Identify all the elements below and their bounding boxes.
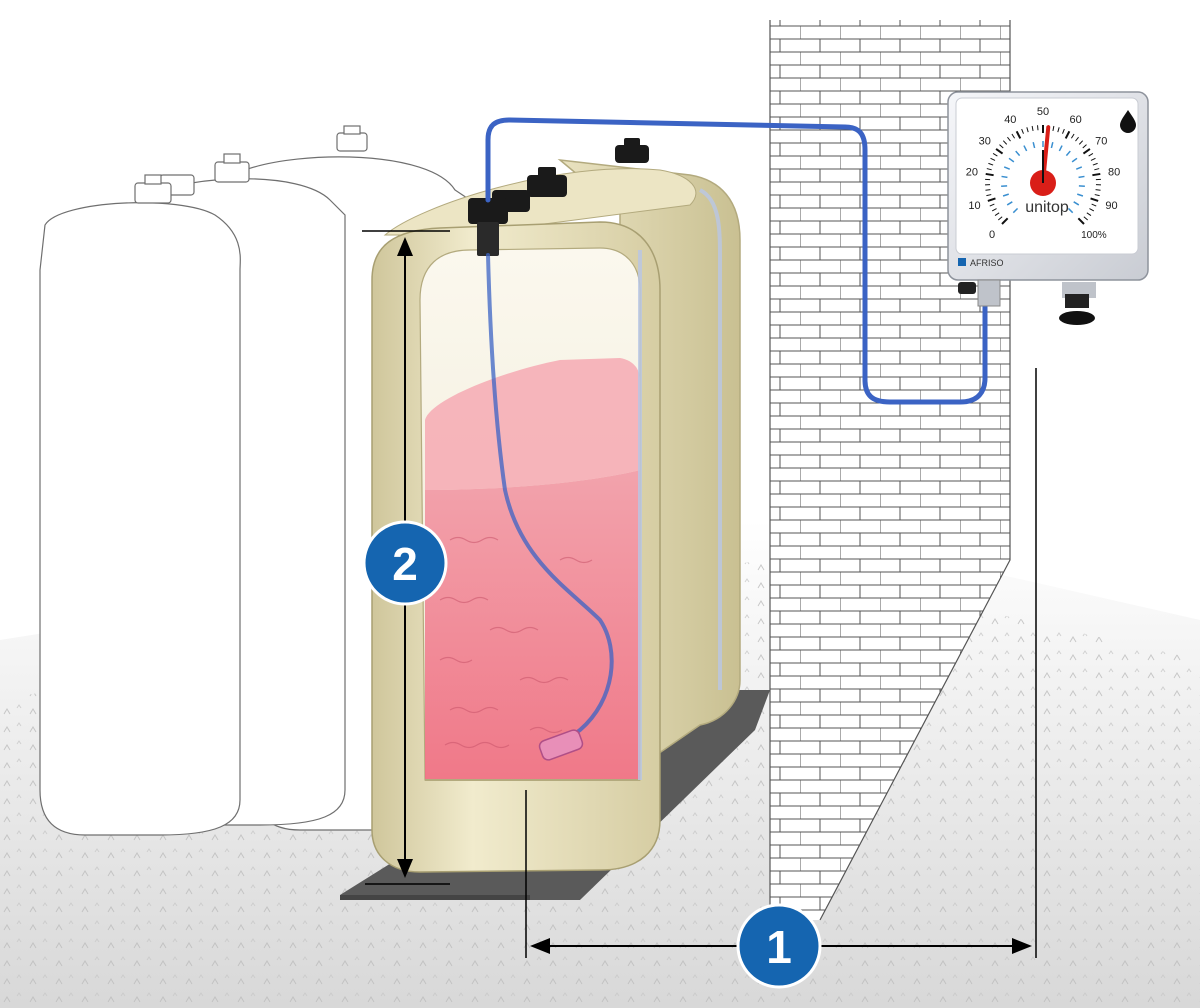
- gauge-tick: [1062, 128, 1065, 134]
- gauge-tick: [1090, 157, 1096, 161]
- gauge-scale-label: 30: [979, 136, 991, 148]
- gauge-inner-tick: [1023, 145, 1028, 152]
- gauge-tick: [1070, 133, 1075, 139]
- gauge-inner-tick: [1078, 175, 1085, 179]
- gauge-tick: [985, 189, 991, 191]
- gauge-tick: [999, 144, 1004, 149]
- gauge-inner-tick: [1032, 141, 1036, 149]
- gauge-tick: [1078, 140, 1084, 145]
- liquid-ripples: [439, 536, 593, 749]
- gauge-inner-tick: [1075, 166, 1083, 170]
- liquid-surface: [425, 358, 640, 490]
- gauge-tick: [1090, 197, 1099, 202]
- gauge-scale-label: 20: [966, 167, 978, 179]
- gauge-scale-label: 50: [1037, 106, 1049, 118]
- gauge-inner-tick: [1001, 175, 1008, 179]
- gauge-tick: [1092, 172, 1101, 177]
- gauge-tick: [1007, 136, 1011, 142]
- gauge-tick: [1088, 153, 1094, 157]
- gauge-tick: [985, 172, 994, 177]
- tank-cap-front: [468, 190, 530, 256]
- tank-cap-middle: [527, 167, 567, 197]
- marker-badge-1: 1: [736, 903, 822, 989]
- gauge-tick: [991, 208, 997, 212]
- gauge-scale-label: 40: [1004, 114, 1016, 126]
- gauge-tick: [986, 194, 992, 197]
- gauge-inner-tick: [1073, 201, 1080, 206]
- gauge-brand: AFRISO: [970, 258, 1004, 268]
- gauge-tick: [988, 162, 994, 166]
- gauge-tick: [987, 197, 996, 202]
- gauge-scale-label: 60: [1070, 114, 1082, 126]
- gauge-tick: [1094, 194, 1100, 197]
- gauge-inner-tick: [1008, 157, 1015, 163]
- gauge-tick: [1011, 133, 1016, 139]
- gauge-inner-tick: [1012, 207, 1019, 214]
- gauge-tick: [1095, 189, 1101, 191]
- gauge-inner-tick: [1077, 193, 1084, 197]
- gauge-scale-label: 70: [1095, 136, 1107, 148]
- gauge-scale-label: 90: [1105, 200, 1117, 212]
- gauge-tick: [1089, 208, 1095, 212]
- gauge-tick: [1094, 168, 1100, 171]
- gauge-fitting: [958, 279, 1096, 325]
- gauge-tick: [992, 153, 998, 157]
- gauge-tick: [989, 203, 995, 207]
- gauge-tick: [1083, 216, 1089, 221]
- base-mat-front: [340, 895, 530, 900]
- gauge-inner-tick: [1002, 193, 1009, 197]
- gauge-tick: [1001, 217, 1009, 225]
- oil-drop-icon: [1120, 110, 1136, 133]
- tank-cap-rear: [615, 138, 649, 163]
- gauge-tick: [1077, 217, 1085, 225]
- marker-badge-2: 2: [362, 520, 448, 606]
- float-sensor: [538, 729, 584, 761]
- gauge-tick: [995, 148, 1004, 155]
- gauge-tick: [1002, 140, 1008, 145]
- gauge-inner-tick: [1058, 145, 1063, 152]
- gauge-tick: [1082, 144, 1087, 149]
- gauge-brand-badge: AFRISO: [958, 258, 1004, 268]
- level-gauge: 0 10 20 30 40 50 60 70 80 90 100% unitop AFRISO: [947, 91, 1149, 325]
- measurement-tube: [485, 117, 988, 747]
- gauge-tick: [990, 157, 996, 161]
- gauge-tick: [997, 216, 1003, 221]
- gauge-tick: [1064, 130, 1071, 139]
- gauge-tick: [1092, 162, 1098, 166]
- gauge-tick: [986, 168, 992, 171]
- gauge-model: unitop: [1025, 199, 1069, 216]
- gauge-inner-tick: [1067, 207, 1074, 214]
- marker-label-2: 2: [392, 538, 418, 590]
- gauge-tick: [1057, 127, 1060, 133]
- main-tank: [371, 138, 741, 873]
- gauge-inner-tick: [1015, 150, 1021, 157]
- ghost-cap-1: [336, 125, 368, 152]
- gauge-inner-tick: [1006, 201, 1013, 206]
- gauge-scale-label: 80: [1108, 167, 1120, 179]
- gauge-tick: [1031, 125, 1034, 132]
- gauge-tick: [1082, 148, 1091, 155]
- gauge-tick: [1021, 128, 1024, 134]
- gauge-scale-label: 0: [989, 229, 995, 241]
- gauge-scale-label: 100%: [1081, 230, 1107, 241]
- ghost-cap-2: [214, 153, 250, 183]
- marker-label-1: 1: [766, 921, 792, 973]
- liquid-volume: [425, 470, 640, 780]
- gauge-tick: [994, 212, 1000, 217]
- gauge-tick: [1075, 136, 1079, 142]
- gauge-inner-tick: [1003, 166, 1011, 170]
- gauge-tick: [1015, 130, 1022, 139]
- gauge-tick: [1086, 212, 1092, 217]
- gauge-inner-tick: [1050, 141, 1054, 149]
- ghost-cap-3: [134, 174, 195, 204]
- gauge-scale-label: 10: [968, 200, 980, 212]
- gauge-inner-tick: [1065, 150, 1071, 157]
- gauge-dial: 0 10 20 30 40 50 60 70 80 90 100%: [966, 106, 1120, 241]
- gauge-tick: [1091, 203, 1097, 207]
- gauge-tick: [1052, 125, 1055, 132]
- gauge-tick: [1026, 127, 1029, 133]
- gauge-inner-tick: [1071, 157, 1078, 163]
